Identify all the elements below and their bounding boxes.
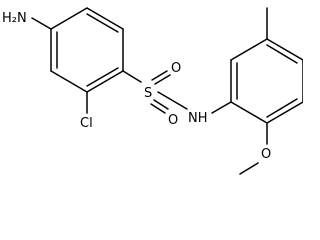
atom-label-o-lower: O — [168, 113, 178, 128]
bond-c-s — [122, 70, 142, 83]
atom-label-s: S — [144, 86, 152, 101]
bond-s-nh — [157, 91, 188, 110]
bond-s-o-upper-2 — [154, 74, 171, 85]
bond-nh-c — [211, 101, 232, 114]
atom-label-o-upper: O — [171, 61, 181, 76]
atom-label-nh: NH — [188, 111, 208, 126]
bond-s-o-upper-1 — [151, 70, 168, 81]
right-benzene-ring — [230, 38, 303, 124]
bond-s-o-lower-1 — [150, 103, 166, 114]
bond-s-o-lower-2 — [153, 99, 169, 110]
atom-label-o-methoxy: O — [261, 147, 271, 162]
left-benzene-ring — [50, 7, 124, 93]
structure-diagram: H₂N Cl S O O NH O — [2, 7, 303, 175]
bond-c-nh2 — [31, 17, 52, 30]
bond-o-methyl — [239, 162, 259, 175]
atom-label-cl: Cl — [80, 116, 93, 131]
molecule-drawing: H₂N Cl S O O NH O — [2, 7, 303, 175]
atom-label-nh2: H₂N — [2, 11, 27, 26]
